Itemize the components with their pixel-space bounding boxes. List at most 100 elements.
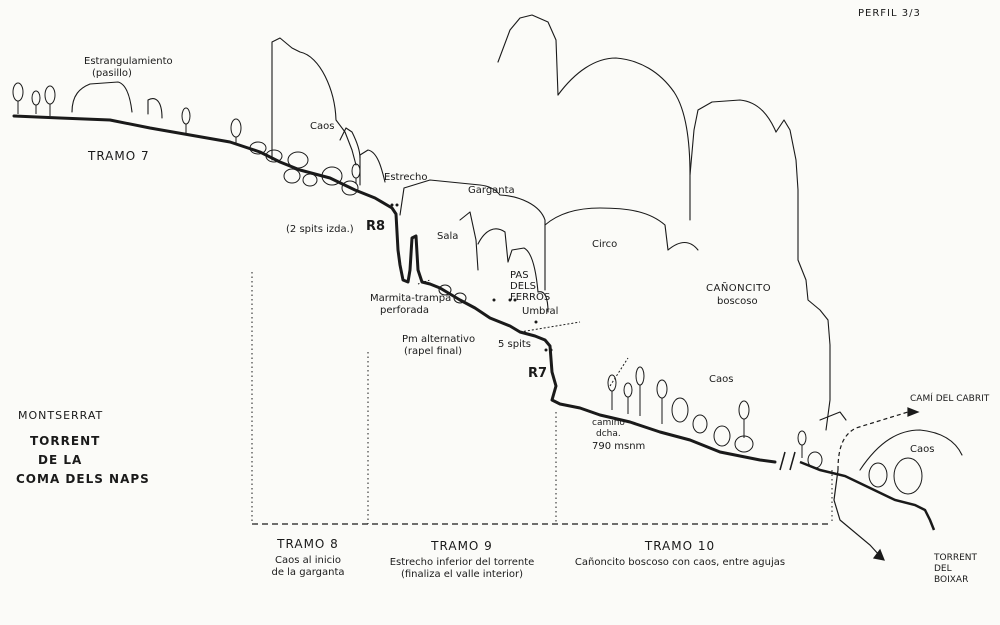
boulder [671, 397, 689, 423]
tramo-8-desc-2: de la garganta [271, 567, 345, 578]
rock-outline [339, 127, 361, 159]
label-boscoso: boscoso [717, 296, 758, 307]
path-camí-del-cabrit [837, 411, 909, 471]
region-title: MONTSERRAT [18, 409, 104, 422]
label-camino: camino [592, 418, 625, 428]
arrow-icon [872, 548, 885, 561]
rappel-r8: R8 [366, 219, 386, 234]
label-torrent: TORRENT [934, 553, 978, 563]
dotted-line [609, 357, 629, 387]
label-garganta: Garganta [468, 185, 515, 196]
label-5-spits: 5 spits [498, 339, 532, 350]
tree-icon [607, 374, 617, 410]
label-del: DEL [934, 564, 952, 574]
anchor-dot [534, 320, 538, 324]
title-line-1: TORRENT [30, 434, 101, 448]
boulder [713, 425, 731, 447]
tramo-8-desc-1: Caos al inicio [275, 555, 341, 566]
boulder [438, 284, 452, 296]
tree-icon [44, 85, 56, 116]
rappel-r7: R7 [528, 366, 548, 381]
rock-outline [497, 14, 559, 96]
anchor-dot [513, 298, 517, 302]
rock-outline [557, 57, 691, 221]
rock-outline [399, 179, 546, 291]
boulder [287, 151, 309, 169]
label-boixar: BOIXAR [934, 575, 969, 585]
tree-icon [351, 163, 361, 184]
rock-outline [271, 37, 357, 166]
label-dels: DELS [510, 281, 536, 292]
rock-outline [544, 207, 669, 251]
rock-outline [71, 81, 133, 113]
label-estrangulamiento: Estrangulamiento [84, 56, 173, 67]
tramo-8-title: TRAMO 8 [277, 537, 339, 551]
rock-outline [667, 241, 699, 251]
label-estrecho: Estrecho [384, 172, 428, 183]
label-pas: PAS [510, 270, 529, 281]
rock-outline [459, 211, 479, 271]
tree-icon [12, 82, 24, 114]
rock-outline [537, 291, 549, 313]
canyon-profile-line [12, 114, 777, 464]
label-cami-del-cabrit: CAMÍ DEL CABRIT [910, 394, 990, 404]
anchor-dot [549, 348, 553, 352]
title-line-3: COMA DELS NAPS [16, 472, 150, 486]
boulder [734, 435, 754, 453]
tramo-10-desc-1: Cañoncito boscoso con caos, entre agujas [574, 557, 786, 568]
dotted-line [519, 321, 581, 333]
title-line-2: DE LA [38, 453, 83, 467]
anchor-dot [492, 298, 496, 302]
label-umbral: Umbral [522, 306, 559, 317]
rock-outline [477, 228, 509, 263]
rock-outline [147, 98, 163, 119]
boulder [302, 173, 318, 187]
profile-break [779, 451, 786, 471]
boulder [341, 180, 359, 196]
rock-outline [507, 247, 539, 293]
label-rapel-final: (rapel final) [404, 346, 463, 357]
dotted-line [417, 279, 431, 285]
tramo-9-title: TRAMO 9 [431, 539, 493, 553]
boulder [807, 451, 823, 469]
boulder [893, 457, 923, 495]
boulder [692, 414, 708, 434]
label-sala: Sala [437, 231, 459, 242]
tree-icon [797, 430, 807, 458]
anchor-dot [390, 203, 394, 207]
tramo-9-desc-2: (finaliza el valle interior) [400, 569, 524, 580]
label-marmita: Marmita-trampa [370, 293, 452, 304]
rock-outline [819, 411, 847, 421]
tree-icon [623, 382, 633, 414]
boulder [321, 166, 343, 186]
boulder [249, 141, 267, 155]
tramo-7-label: TRAMO 7 [88, 149, 150, 163]
label-dcha: dcha. [596, 429, 621, 439]
label-perforada: perforada [380, 305, 429, 316]
path-torrent-del-boixar [833, 469, 881, 557]
label-canoncito: CAÑONCITO [706, 283, 772, 294]
anchor-dot [544, 348, 548, 352]
tree-icon [635, 366, 645, 416]
tree-icon [181, 107, 191, 133]
tree-icon [738, 400, 750, 438]
profile-break [789, 451, 796, 471]
label-caos-1: Caos [310, 121, 335, 132]
label-spits: (2 spits izda.) [286, 224, 354, 235]
label-circo: Circo [592, 239, 618, 250]
anchor-dot [508, 298, 512, 302]
tramo-9-desc-1: Estrecho inferior del torrente [389, 557, 535, 568]
rock-outline [775, 119, 799, 191]
boulder [265, 149, 283, 163]
label-caos-2: Caos [709, 374, 734, 385]
tree-icon [230, 118, 242, 143]
anchor-dot [395, 203, 399, 207]
canyon-profile-line [799, 460, 936, 531]
label-pasillo: (pasillo) [92, 68, 132, 79]
label-pm-alternativo: Pm alternativo [402, 334, 476, 345]
tramo-10-title: TRAMO 10 [644, 539, 716, 553]
rock-outline [359, 149, 386, 186]
rock-outline [797, 189, 831, 431]
rock-outline [689, 99, 777, 176]
